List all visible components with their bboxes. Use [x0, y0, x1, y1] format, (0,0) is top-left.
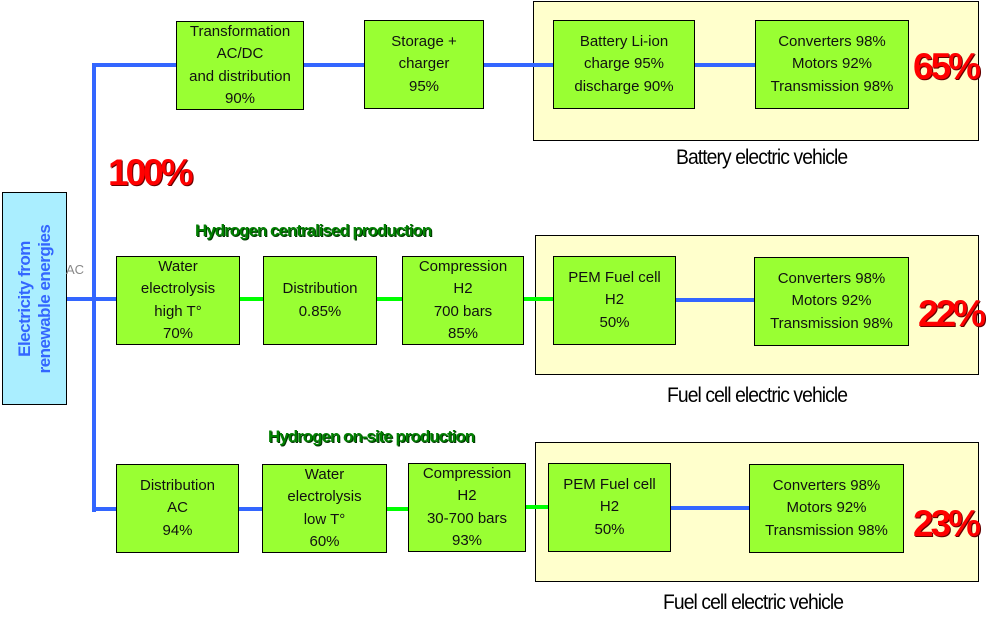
- connector-trunk-battery: [92, 63, 177, 67]
- component-battery-li-ion: Battery Li-ion charge 95% discharge 90%: [553, 20, 695, 109]
- step-storage-charger: Storage + charger 95%: [364, 20, 484, 109]
- source-label: Electricity from renewable energies: [15, 224, 55, 373]
- vehicle-label-battery: Battery electric vehicle: [676, 146, 848, 169]
- component-drivetrain: Converters 98% Motors 92% Transmission 9…: [749, 464, 904, 553]
- step-line: 60%: [309, 533, 340, 550]
- component-line: charge 95%: [583, 55, 665, 73]
- efficiency-percent-onsite: 23%: [913, 503, 981, 544]
- component-line: Converters 98%: [772, 476, 881, 494]
- connector-trunk-onsite: [92, 507, 117, 511]
- step-distribution-centralised: Distribution 0.85%: [263, 256, 377, 345]
- connector-line: [526, 505, 549, 509]
- step-line: Compression: [422, 464, 512, 482]
- step-compression-30-700: Compression H2 30-700 bars 93%: [408, 463, 526, 552]
- step-line: 0.85%: [298, 302, 342, 320]
- step-compression-700: Compression H2 700 bars 85%: [402, 256, 524, 345]
- step-line: Water: [158, 257, 198, 275]
- step-line: 85%: [447, 325, 479, 342]
- step-line: and distribution: [189, 67, 291, 85]
- step-line: Distribution: [139, 476, 216, 494]
- component-line: Transmission 98%: [770, 314, 893, 332]
- connector-line: [387, 507, 409, 511]
- connector-line: [695, 63, 757, 67]
- step-line: AC/DC: [216, 45, 264, 62]
- step-line: 94%: [162, 521, 193, 539]
- component-line: Battery Li-ion: [579, 32, 669, 50]
- step-line: 700 bars: [433, 302, 493, 320]
- source-label-line2: renewable energies: [34, 224, 54, 373]
- component-line: H2: [604, 291, 625, 309]
- ac-fragment-label: AC: [66, 262, 85, 277]
- source-electricity-box: Electricity from renewable energies: [2, 192, 67, 405]
- component-line: H2: [599, 498, 620, 516]
- component-line: Transmission 98%: [765, 521, 888, 539]
- connector-line: [671, 506, 750, 510]
- connector-line: [304, 63, 365, 67]
- component-drivetrain: Converters 98% Motors 92% Transmission 9…: [754, 257, 909, 346]
- efficiency-percent-centralised: 22%: [918, 293, 986, 334]
- step-line: 90%: [224, 90, 256, 107]
- vehicle-label-fuelcell-centralised: Fuel cell electric vehicle: [667, 384, 848, 407]
- component-line: Motors 92%: [791, 55, 873, 73]
- component-line: Converters 98%: [778, 32, 886, 50]
- connector-line: [377, 297, 403, 301]
- step-line: 93%: [451, 532, 483, 549]
- connector-line: [240, 297, 264, 301]
- step-line: Compression: [418, 257, 508, 275]
- component-line: Motors 92%: [786, 499, 867, 517]
- step-transformation-acdc: Transformation AC/DC and distribution 90…: [176, 21, 304, 110]
- component-line: PEM Fuel cell: [568, 268, 661, 286]
- start-efficiency-percent: 100%: [108, 152, 194, 193]
- component-pem-fuel-cell: PEM Fuel cell H2 50%: [548, 463, 671, 552]
- trunk-line: [92, 64, 96, 512]
- step-line: AC: [167, 499, 188, 517]
- section-title-onsite: Hydrogen on-site production: [268, 427, 475, 446]
- component-pem-fuel-cell: PEM Fuel cell H2 50%: [553, 256, 676, 345]
- step-distribution-ac: Distribution AC 94%: [116, 464, 239, 553]
- component-line: PEM Fuel cell: [563, 475, 656, 493]
- efficiency-percent-battery: 65%: [913, 46, 981, 87]
- step-line: Storage +: [391, 32, 457, 50]
- step-line: H2: [453, 280, 473, 297]
- step-line: 70%: [162, 325, 194, 342]
- vehicle-label-fuelcell-onsite: Fuel cell electric vehicle: [663, 591, 844, 614]
- step-electrolysis-low-t: Water electrolysis low T° 60%: [262, 464, 387, 553]
- component-line: 50%: [599, 313, 630, 331]
- connector-line: [239, 507, 263, 511]
- connector-line: [524, 297, 554, 301]
- component-line: Transmission 98%: [770, 77, 894, 95]
- step-line: H2: [457, 487, 477, 504]
- connector-line: [676, 298, 755, 302]
- connector-source-trunk: [67, 297, 117, 301]
- step-electrolysis-high-t: Water electrolysis high T° 70%: [116, 256, 240, 345]
- step-line: charger: [398, 55, 450, 73]
- component-line: 50%: [594, 520, 625, 538]
- source-label-line1: Electricity from: [14, 240, 34, 357]
- step-line: Water: [304, 465, 345, 483]
- step-line: 95%: [408, 77, 440, 95]
- component-line: Converters 98%: [777, 269, 886, 287]
- component-drivetrain: Converters 98% Motors 92% Transmission 9…: [755, 20, 909, 109]
- component-line: Motors 92%: [791, 292, 872, 310]
- step-line: electrolysis: [140, 280, 216, 297]
- connector-line: [484, 63, 554, 67]
- component-line: discharge 90%: [574, 77, 674, 95]
- step-line: low T°: [303, 510, 346, 528]
- step-line: 30-700 bars: [426, 509, 508, 527]
- step-line: Distribution: [282, 280, 358, 297]
- step-line: Transformation: [189, 22, 291, 40]
- step-line: electrolysis: [287, 488, 362, 505]
- step-line: high T°: [154, 302, 202, 320]
- section-title-centralised: Hydrogen centralised production: [195, 221, 432, 240]
